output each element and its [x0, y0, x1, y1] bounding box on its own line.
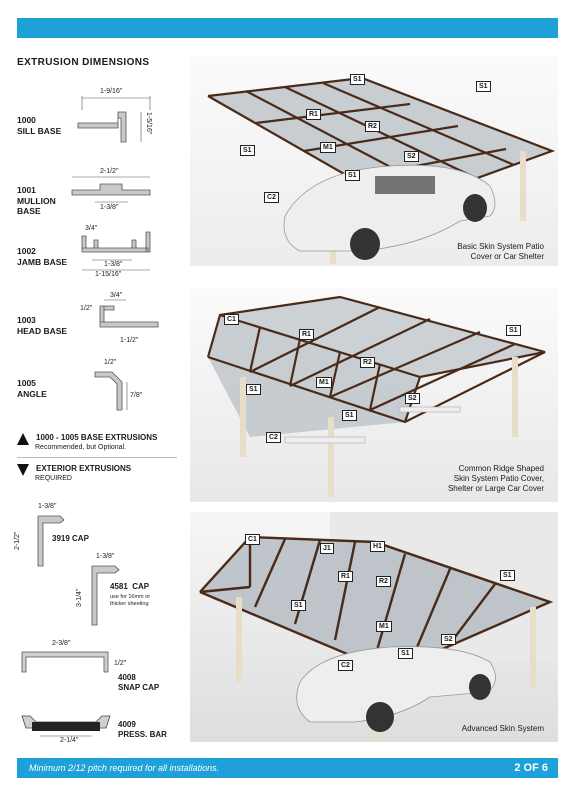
legend-base: 1000 - 1005 BASE EXTRUSIONS Recommended,…	[17, 433, 157, 453]
footer-bar: Minimum 2/12 pitch required for all inst…	[17, 758, 558, 778]
exterior-extrusions-drawing	[21, 515, 120, 737]
down-triangle-icon	[17, 464, 29, 476]
section-title: EXTRUSION DIMENSIONS	[17, 57, 150, 68]
part-label: C1	[224, 314, 239, 325]
dim-height: 7/8"	[130, 392, 143, 399]
part-label: S1	[291, 600, 306, 611]
dim-overall: 1-15/16"	[95, 271, 122, 278]
part-label: S1	[398, 648, 413, 659]
dim-height: 1/2"	[80, 305, 93, 312]
label-3919: 3919 CAP	[52, 534, 89, 543]
dim-4008-width: 2-3/8"	[52, 640, 71, 647]
dim-3919-height: 2-1/2"	[14, 531, 21, 550]
part-label: R2	[360, 357, 375, 368]
part-label: S1	[246, 384, 261, 395]
sill-base-drawing	[77, 96, 151, 143]
render-common-ridge-system: C1 R1 S1 R2 S1 M1 S2 S1 C2 Common Ridge …	[190, 287, 558, 502]
part-label: C2	[264, 192, 279, 203]
part-label: R1	[306, 109, 321, 120]
part-label: C2	[266, 432, 281, 443]
part-label: S1	[350, 74, 365, 85]
page-number: 2 OF 6	[514, 762, 548, 774]
part-label: M1	[320, 142, 336, 153]
divider	[17, 457, 177, 458]
jamb-base-drawing	[81, 231, 151, 271]
dim-width: 1-9/16"	[100, 88, 123, 95]
panel-caption: Advanced Skin System	[461, 724, 544, 733]
part-label: C2	[338, 660, 353, 671]
part-label: S1	[342, 410, 357, 421]
part-label: S1	[506, 325, 521, 336]
mullion-base-drawing	[71, 176, 151, 203]
part-label: M1	[316, 377, 332, 388]
dim-width: 2-1/2"	[100, 168, 119, 175]
ridge-cover-illustration	[206, 295, 546, 497]
dim-4009-width: 2-1/4"	[60, 737, 79, 744]
part-label: S1	[476, 81, 491, 92]
dim-4008-height: 1/2"	[114, 660, 127, 667]
patio-cover-illustration	[207, 76, 556, 264]
part-label: R2	[376, 576, 391, 587]
render-advanced-skin-system: C1 J1 H1 R1 R2 S1 S1 M1 S2 S1 C2 Advance…	[190, 512, 558, 742]
part-label: J1	[320, 543, 334, 554]
top-accent-bar	[17, 18, 558, 38]
part-label: S2	[441, 634, 456, 645]
part-label: S2	[405, 393, 420, 404]
note-4581: use for 16mm or thicker sheeting	[110, 594, 151, 607]
dim-width: 1/2"	[104, 359, 117, 366]
part-label: S1	[345, 170, 360, 181]
legend-exterior: EXTERIOR EXTRUSIONS REQUIRED	[17, 464, 131, 484]
part-label: S1	[240, 145, 255, 156]
head-base-drawing	[99, 299, 159, 328]
part-label: R1	[338, 571, 353, 582]
part-label: C1	[245, 534, 260, 545]
footer-note: Minimum 2/12 pitch required for all inst…	[29, 763, 220, 773]
angle-drawing	[94, 371, 128, 411]
dim-inner: 1-3/8"	[104, 261, 123, 268]
part-label: M1	[376, 621, 392, 632]
part-label: R1	[299, 329, 314, 340]
dim-4581-width: 1-3/8"	[96, 553, 115, 560]
dim-3919-width: 1-3/8"	[38, 503, 57, 510]
part-label: S2	[404, 151, 419, 162]
dim-4581-height: 3-1/4"	[76, 588, 83, 607]
dim-width: 1-1/2"	[120, 337, 139, 344]
part-label: S1	[500, 570, 515, 581]
label-4581: 4581 CAP	[110, 582, 150, 591]
dim-inner: 1-3/8"	[100, 204, 119, 211]
part-label: R2	[365, 121, 380, 132]
part-label: H1	[370, 541, 385, 552]
dim-top: 3/4"	[85, 225, 98, 232]
up-triangle-icon	[17, 433, 29, 445]
dim-top: 3/4"	[110, 292, 123, 299]
render-basic-skin-system: S1 S1 R1 R2 S1 M1 S2 S1 C2 Basic Skin Sy…	[190, 56, 558, 266]
